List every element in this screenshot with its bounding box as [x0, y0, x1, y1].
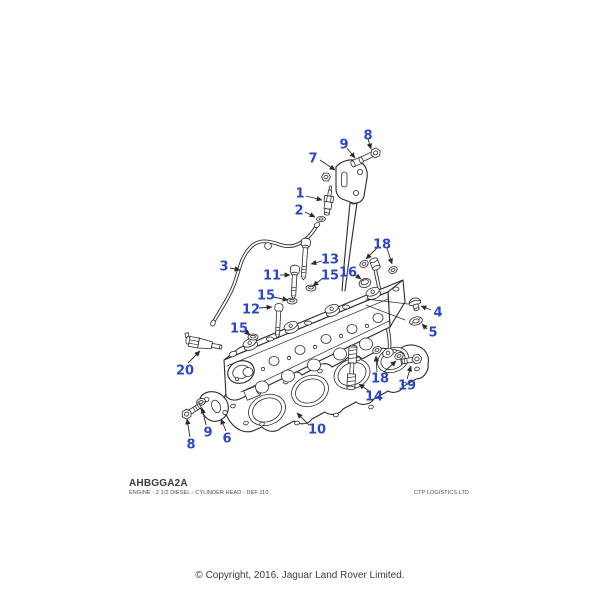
part-leak-off-pipe — [373, 266, 392, 353]
callout-15: 15 — [230, 322, 248, 337]
part-nut — [321, 172, 331, 182]
callout-8: 8 — [186, 438, 195, 453]
part-washer-15b — [286, 297, 298, 305]
part-washer-18a — [358, 258, 370, 270]
leader-line — [312, 277, 324, 287]
leader-line — [366, 138, 373, 150]
leader-line — [220, 418, 227, 432]
callout-9: 9 — [203, 426, 212, 441]
part-code: AHBGGA2A — [129, 478, 188, 489]
part-cylinder-head — [223, 279, 406, 401]
head-front-ports — [234, 313, 384, 394]
part-description: ENGINE - 2 1/2 DIESEL - CYLINDER HEAD - … — [129, 490, 269, 496]
callout-3: 3 — [219, 260, 228, 275]
rocker-pedestals — [242, 286, 400, 351]
callout-7: 7 — [308, 152, 317, 167]
leader-line — [406, 365, 412, 380]
pointer-line-washer — [365, 304, 406, 321]
leader-line — [185, 418, 191, 438]
part-bolt-19 — [400, 353, 423, 365]
callout-16: 16 — [339, 266, 357, 281]
leader-line — [244, 329, 251, 336]
callout-19: 19 — [398, 379, 416, 394]
callout-6: 6 — [222, 432, 231, 447]
leader-line — [272, 296, 289, 302]
leader-line — [304, 211, 316, 218]
callout-18: 18 — [371, 372, 389, 387]
part-head-bolt-12 — [274, 303, 284, 339]
callout-11: 11 — [263, 269, 281, 284]
callout-10: 10 — [308, 423, 326, 438]
pointer-line-plug — [365, 298, 409, 305]
callout-15: 15 — [321, 269, 339, 284]
copyright-notice: © Copyright, 2016. Jaguar Land Rover Lim… — [195, 570, 405, 581]
leader-line — [310, 259, 323, 266]
leader-line — [383, 360, 397, 373]
part-bolt-lower — [179, 403, 202, 421]
callout-1: 1 — [295, 187, 304, 202]
leader-line — [296, 412, 310, 426]
part-banjo-top — [369, 257, 381, 271]
part-cup — [358, 278, 372, 288]
leader-line — [420, 305, 432, 311]
part-bracket — [335, 159, 368, 204]
callout-9: 9 — [339, 138, 348, 153]
part-washer-18b — [387, 264, 399, 276]
part-spacer — [350, 156, 364, 168]
leader-line — [346, 147, 356, 159]
callout-8: 8 — [363, 129, 372, 144]
callout-13: 13 — [321, 253, 339, 268]
callout-20: 20 — [176, 364, 194, 379]
part-breather-pipe — [210, 222, 321, 327]
publisher-name: CTP LOGISTICS LTD — [414, 490, 469, 496]
leader-line — [353, 273, 362, 280]
leader-line — [229, 266, 241, 272]
part-head-bolt-13 — [300, 237, 311, 281]
leader-line — [187, 350, 201, 364]
callout-12: 12 — [242, 303, 260, 318]
part-plug-washer — [316, 216, 326, 222]
leader-line — [258, 304, 273, 311]
part-plug-seal — [409, 316, 423, 326]
leader-line — [386, 247, 393, 265]
callout-5: 5 — [428, 326, 437, 341]
part-stud — [346, 344, 358, 391]
leader-line — [373, 355, 380, 373]
leader-line — [421, 323, 428, 330]
callout-4: 4 — [433, 306, 442, 321]
callout-14: 14 — [365, 390, 383, 405]
part-sensor — [184, 332, 223, 350]
leader-line — [305, 195, 323, 202]
callout-15: 15 — [257, 289, 275, 304]
leader-line — [358, 383, 370, 392]
callout-2: 2 — [294, 204, 303, 219]
part-dome-plug — [408, 297, 422, 312]
leader-line — [319, 159, 336, 171]
leader-line — [365, 247, 378, 260]
part-washer-15a — [305, 284, 317, 292]
leader-line — [200, 407, 207, 426]
part-head-bolt-11 — [289, 264, 300, 299]
part-blanking-plate — [198, 391, 229, 422]
part-glow-plug — [323, 185, 335, 216]
callout-18: 18 — [373, 238, 391, 253]
part-banjo-bottom — [382, 348, 394, 358]
